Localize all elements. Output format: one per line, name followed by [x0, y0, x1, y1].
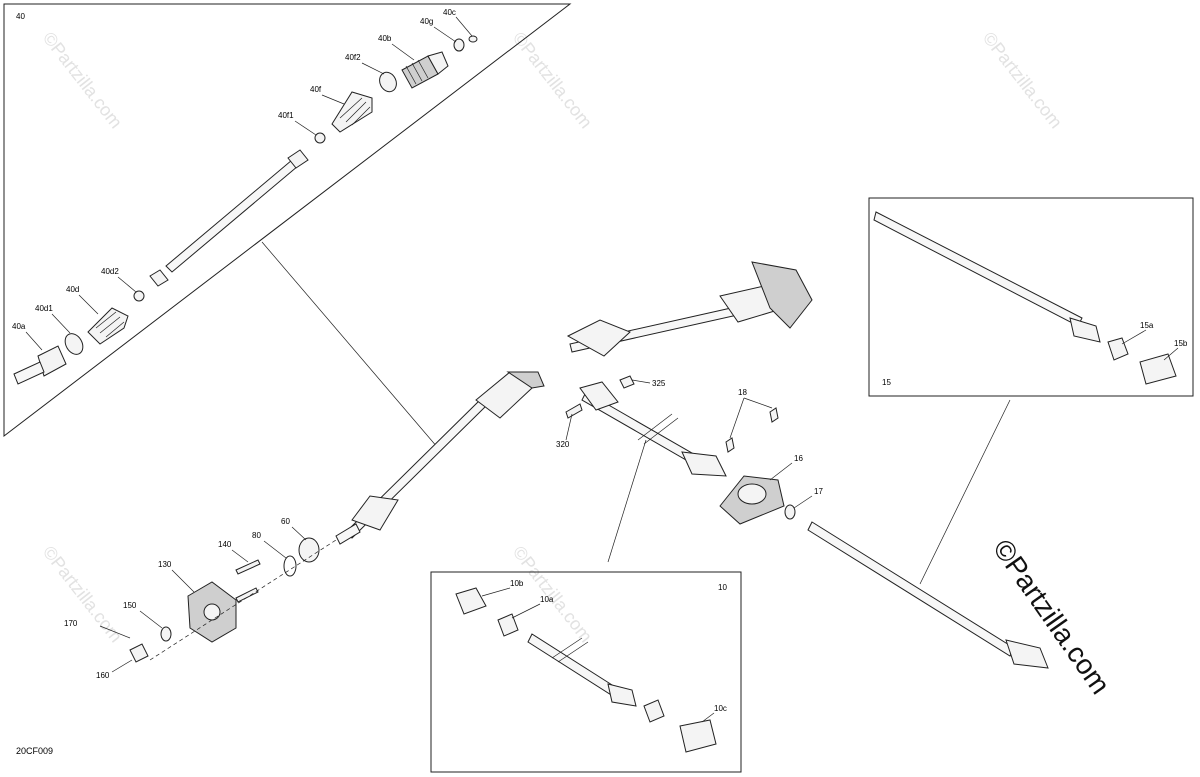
clamp-40f2 — [379, 71, 397, 93]
label-10a: 10a — [540, 595, 554, 604]
label-130: 130 — [158, 560, 172, 569]
yoke-10b — [455, 587, 487, 615]
group-40-label: 40 — [16, 12, 25, 21]
bearing-60 — [298, 537, 320, 563]
u-joint-15a — [1107, 337, 1129, 361]
ring-40g — [453, 38, 465, 52]
label-10c: 10c — [714, 704, 727, 713]
label-40b: 40b — [378, 34, 392, 43]
label-40f: 40f — [310, 85, 322, 94]
watermark-3: ©Partzilla.com — [979, 28, 1066, 132]
label-15a: 15a — [1140, 321, 1154, 330]
watermark-4: ©Partzilla.com — [39, 542, 126, 646]
boot-40f — [331, 91, 373, 133]
label-80: 80 — [252, 531, 261, 540]
label-40f2: 40f2 — [345, 53, 361, 62]
label-40d2: 40d2 — [101, 267, 119, 276]
watermark-1: ©Partzilla.com — [39, 28, 126, 132]
inner-joint-40a — [13, 345, 67, 385]
clamp-40f1 — [314, 132, 326, 144]
label-320: 320 — [556, 440, 570, 449]
watermark-2: ©Partzilla.com — [509, 28, 596, 132]
group-10-frame: 10 10b 10a 10c — [430, 571, 742, 773]
label-160: 160 — [96, 671, 110, 680]
label-15b: 15b — [1174, 339, 1188, 348]
label-40f1: 40f1 — [278, 111, 294, 120]
cv-joint-40b — [401, 51, 449, 89]
label-140: 140 — [218, 540, 232, 549]
u-joint-10a — [497, 613, 519, 637]
bolt-325 — [619, 375, 635, 389]
boot-40d — [87, 307, 129, 345]
group-10-label: 10 — [718, 583, 727, 592]
bearing-support-16 — [719, 475, 785, 525]
label-150: 150 — [123, 601, 137, 610]
label-40d: 40d — [66, 285, 79, 294]
circlip-80 — [283, 555, 297, 577]
label-16: 16 — [794, 454, 803, 463]
group-15-label: 15 — [882, 378, 891, 387]
label-170: 170 — [64, 619, 78, 628]
label-10b: 10b — [510, 579, 524, 588]
label-40a: 40a — [12, 322, 26, 331]
watermark-large: ©Partzilla.com — [987, 534, 1116, 700]
group-40-parts: 40c 40g 40b 40f2 40f 40f1 40d2 40d 40d1 … — [12, 8, 478, 385]
cotter-pin-170 — [99, 625, 131, 639]
label-325: 325 — [652, 379, 666, 388]
clamp-40d2 — [133, 290, 145, 302]
nut-160 — [129, 643, 149, 663]
screw-140 — [235, 559, 261, 575]
yoke-10c — [679, 719, 717, 753]
driveshaft-assembly: 325 320 18 16 17 — [556, 375, 1049, 669]
bolt-18 — [725, 437, 735, 453]
clamp-40d1 — [64, 333, 84, 355]
label-18: 18 — [738, 388, 747, 397]
label-40g: 40g — [420, 17, 433, 26]
label-60: 60 — [281, 517, 290, 526]
label-40d1: 40d1 — [35, 304, 53, 313]
main-axle-assembly: 140 130 80 60 150 170 160 — [64, 261, 813, 680]
label-40c: 40c — [443, 8, 456, 17]
axle-shaft-40 — [149, 149, 309, 287]
yoke-15b — [1139, 353, 1177, 385]
group-40-frame: 40 — [3, 3, 572, 449]
bolt-320 — [565, 403, 583, 419]
group-15-frame: 15 15a 15b — [868, 197, 1194, 397]
washer-150 — [160, 626, 172, 642]
diagram-id: 20CF009 — [16, 746, 53, 756]
label-17: 17 — [814, 487, 823, 496]
clip-40c — [468, 35, 478, 43]
ring-17 — [784, 504, 796, 520]
wheel-hub-130 — [187, 581, 237, 643]
